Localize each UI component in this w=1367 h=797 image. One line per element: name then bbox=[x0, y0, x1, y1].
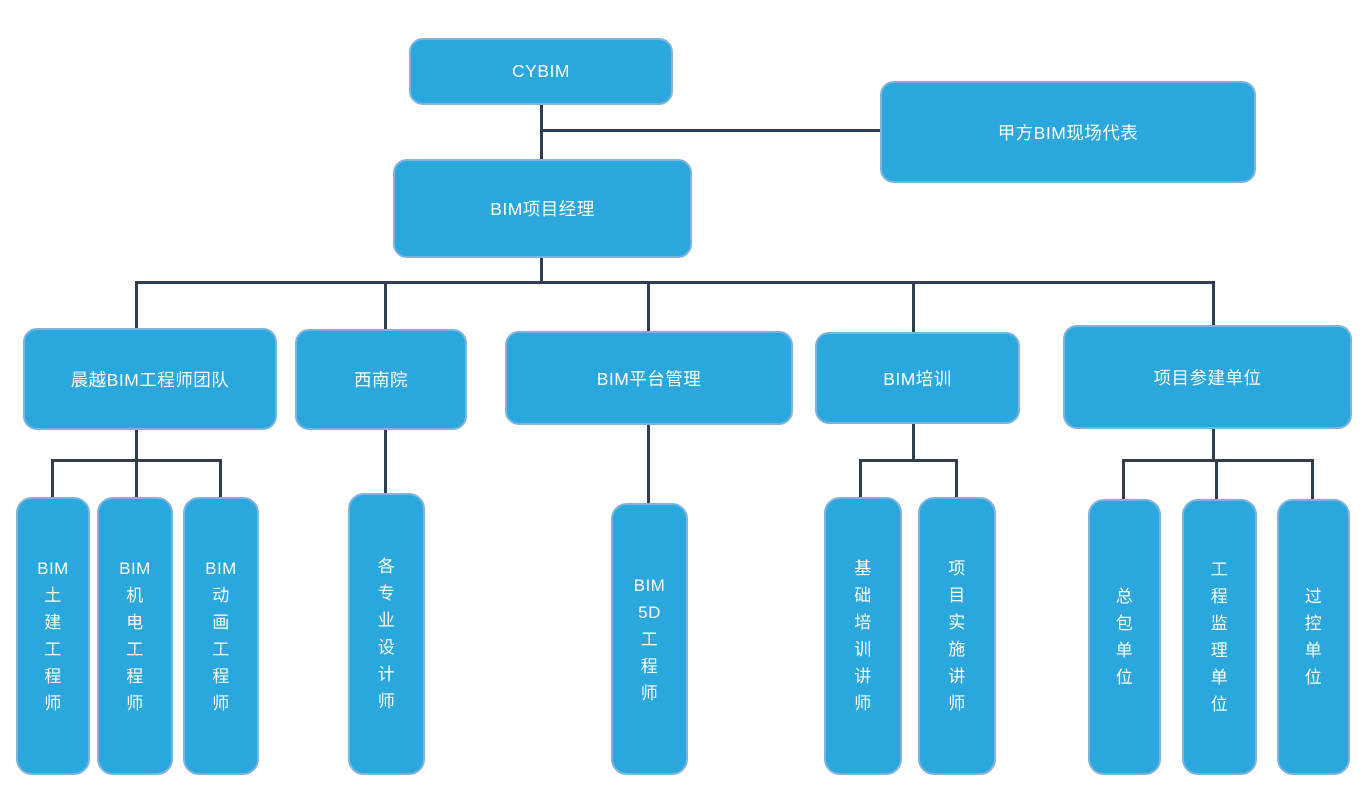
leaf-label: 各 专 业 设 计 师 bbox=[377, 557, 396, 711]
connector-main-rail bbox=[135, 281, 1215, 284]
branch-label: 项目参建单位 bbox=[1153, 367, 1262, 388]
node-project-implementation-lecturer: 项 目 实 施 讲 师 bbox=[918, 497, 996, 775]
node-bim-5d-engineer: BIM 5D 工 程 师 bbox=[611, 503, 688, 775]
node-cybim: CYBIM bbox=[409, 38, 673, 105]
node-bim-training: BIM培训 bbox=[815, 332, 1020, 424]
leaf-label: 过 控 单 位 bbox=[1304, 587, 1323, 687]
connector-drop-team bbox=[135, 282, 138, 330]
node-discipline-designers: 各 专 业 设 计 师 bbox=[348, 493, 425, 775]
node-client-bim-rep: 甲方BIM现场代表 bbox=[880, 81, 1256, 183]
leaf-label: BIM 动 画 工 程 师 bbox=[205, 559, 237, 713]
node-bim-civil-engineer: BIM 土 建 工 程 师 bbox=[16, 497, 90, 775]
connector-training-drop-1 bbox=[859, 459, 862, 500]
connector-training-rail bbox=[859, 459, 958, 462]
node-cybim-label: CYBIM bbox=[512, 61, 570, 81]
branch-label: BIM平台管理 bbox=[596, 368, 702, 389]
connector-team-drop-2 bbox=[135, 459, 138, 500]
connector-training-drop-2 bbox=[955, 459, 958, 500]
node-bim-project-manager-label: BIM项目经理 bbox=[490, 199, 595, 219]
node-general-contractor-unit: 总 包 单 位 bbox=[1088, 499, 1161, 775]
connector-drop-participants bbox=[1212, 282, 1215, 327]
leaf-label: 总 包 单 位 bbox=[1115, 587, 1134, 687]
leaf-label: 基 础 培 训 讲 师 bbox=[854, 559, 872, 713]
connector-team-down bbox=[135, 430, 138, 461]
branch-label: 西南院 bbox=[354, 370, 408, 390]
connector-manager-down bbox=[540, 258, 543, 284]
node-basic-training-lecturer: 基 础 培 训 讲 师 bbox=[824, 497, 902, 775]
node-southwest-institute: 西南院 bbox=[295, 329, 467, 430]
connector-participants-drop-1 bbox=[1122, 459, 1125, 502]
node-bim-project-manager: BIM项目经理 bbox=[393, 159, 692, 258]
connector-team-drop-3 bbox=[219, 459, 222, 500]
connector-participants-rail bbox=[1122, 459, 1314, 462]
node-engineering-supervision-unit: 工 程 监 理 单 位 bbox=[1182, 499, 1257, 775]
connector-training-down bbox=[912, 424, 915, 461]
node-bim-mep-engineer: BIM 机 电 工 程 师 bbox=[97, 497, 173, 775]
branch-label: BIM培训 bbox=[883, 368, 952, 389]
node-bim-animation-engineer: BIM 动 画 工 程 师 bbox=[183, 497, 259, 775]
branch-label: 晨越BIM工程师团队 bbox=[70, 369, 230, 390]
leaf-label: BIM 机 电 工 程 师 bbox=[119, 559, 151, 713]
connector-team-drop-1 bbox=[51, 459, 54, 500]
node-project-participating-units: 项目参建单位 bbox=[1063, 325, 1352, 429]
node-chenyue-bim-engineer-team: 晨越BIM工程师团队 bbox=[23, 328, 277, 430]
connector-participants-down bbox=[1212, 429, 1215, 462]
node-client-bim-rep-label: 甲方BIM现场代表 bbox=[997, 122, 1139, 143]
connector-drop-xinan bbox=[384, 282, 387, 331]
connector-platform-down bbox=[647, 425, 650, 505]
connector-participants-drop-2 bbox=[1215, 459, 1218, 502]
leaf-label: BIM 5D 工 程 师 bbox=[633, 575, 666, 703]
node-bim-platform-management: BIM平台管理 bbox=[505, 331, 793, 425]
connector-participants-drop-3 bbox=[1311, 459, 1314, 502]
connector-drop-platform bbox=[647, 282, 650, 333]
connector-root-to-manager bbox=[540, 105, 543, 161]
connector-xinan-down bbox=[384, 430, 387, 495]
leaf-label: BIM 土 建 工 程 师 bbox=[37, 559, 69, 713]
connector-drop-training bbox=[912, 282, 915, 334]
leaf-label: 项 目 实 施 讲 师 bbox=[948, 559, 966, 713]
connector-to-client-rep bbox=[543, 129, 880, 132]
node-process-control-unit: 过 控 单 位 bbox=[1277, 499, 1350, 775]
leaf-label: 工 程 监 理 单 位 bbox=[1210, 560, 1229, 714]
